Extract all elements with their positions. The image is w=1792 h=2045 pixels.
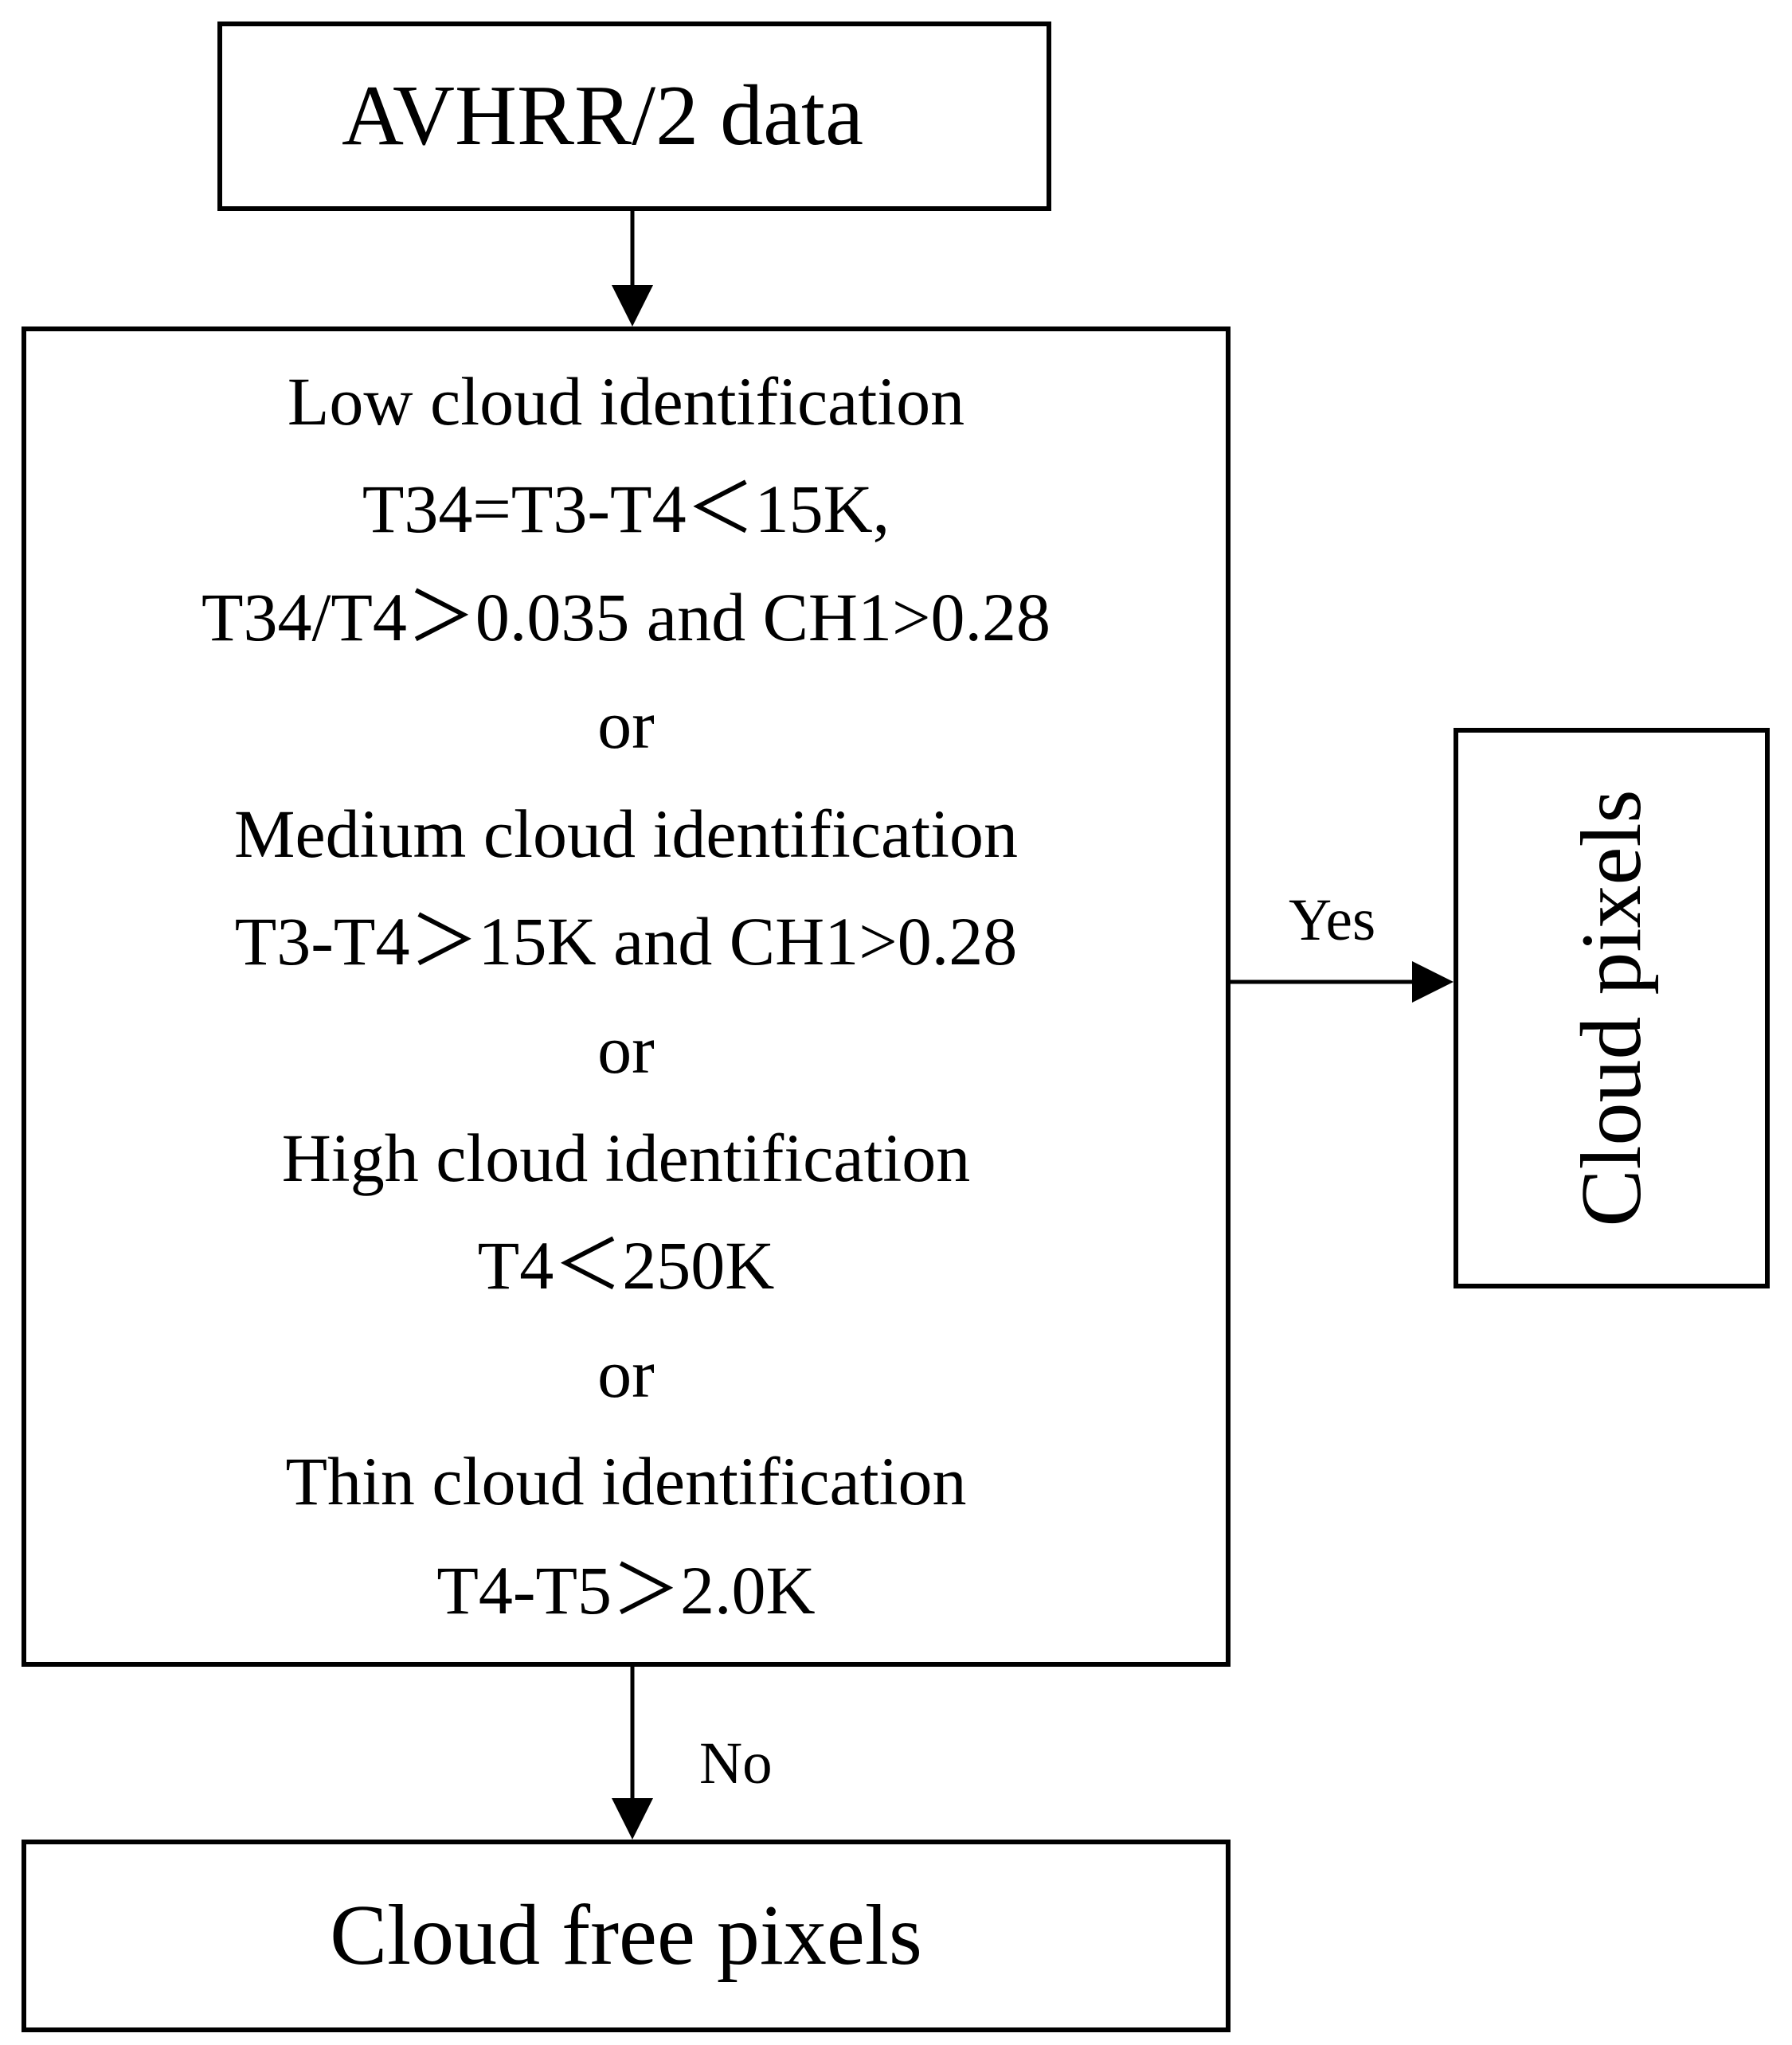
criteria-node-box: Low cloud identification T34=T3-T4＜15K, … [22,326,1231,1667]
criteria-line-high-rule: T4＜250K [477,1227,775,1304]
arrowhead-criteria-to-yes [1412,961,1454,1003]
criteria-line-thin-rule: T4-T5＞2.0K [436,1552,816,1629]
edge-label-yes: Yes [1289,887,1376,953]
criteria-line-low-rule-1: T34=T3-T4＜15K, [362,471,890,547]
criteria-line-low-rule-2: T34/T4＞0.035 and CH1>0.28 [201,579,1051,655]
cloud-pixels-label: Cloud pixels [1563,789,1659,1227]
arrowhead-criteria-to-no [612,1798,653,1840]
cloud-pixels-box: Cloud pixels [1454,728,1770,1288]
criteria-line-medium-rule: T3-T4＞15K and CH1>0.28 [234,903,1018,979]
criteria-line-or-2: or [597,1011,655,1088]
cloud-free-pixels-label: Cloud free pixels [330,1888,922,1983]
input-node-box: AVHRR/2 data [217,22,1051,211]
criteria-line-low-title: Low cloud identification [287,363,965,440]
criteria-line-or-1: or [597,686,655,763]
criteria-line-thin-title: Thin cloud identification [285,1443,967,1519]
arrowhead-input-to-criteria [612,285,653,326]
criteria-line-medium-title: Medium cloud identification [233,796,1018,872]
criteria-line-or-3: or [597,1335,655,1412]
criteria-line-high-title: High cloud identification [281,1120,971,1196]
edge-label-no: No [699,1730,773,1797]
input-node-label: AVHRR/2 data [341,68,863,163]
cloud-free-pixels-box: Cloud free pixels [22,1840,1231,2032]
